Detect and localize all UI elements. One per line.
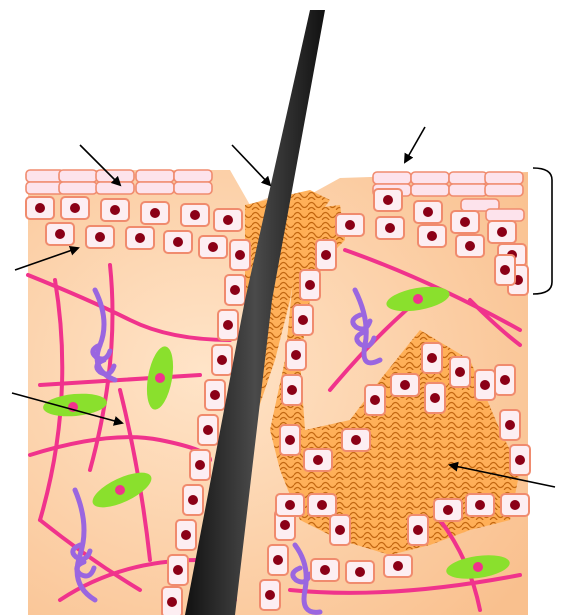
epidermis-bracket — [533, 168, 552, 294]
arrow-hair-shaft — [232, 145, 270, 185]
arrow-surface — [405, 127, 425, 162]
